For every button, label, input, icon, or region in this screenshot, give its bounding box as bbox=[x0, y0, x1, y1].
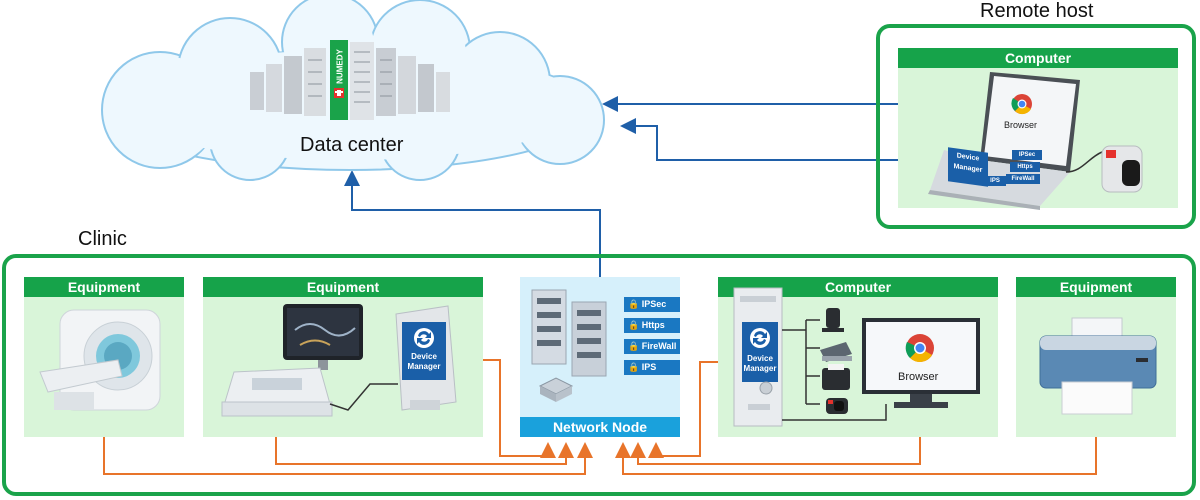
clinic-browser-label: Browser bbox=[898, 371, 939, 383]
link-dm1-to-node bbox=[462, 359, 556, 458]
link-mri-to-node bbox=[103, 420, 593, 475]
remote-computer-header: Computer bbox=[898, 48, 1178, 68]
network-node-label: Network Node bbox=[520, 417, 680, 437]
remote-badge-https: Https bbox=[1010, 162, 1040, 172]
node-badge-firewall: 🔒 FireWall bbox=[624, 339, 680, 354]
data-center-label: Data center bbox=[300, 134, 404, 156]
node-badge-https-text: Https bbox=[641, 320, 665, 330]
device-manager-2-label: Device Manager bbox=[742, 354, 778, 378]
network-node-panel: Network Node 🔒 IPSec 🔒 Https 🔒 FireWall … bbox=[520, 277, 680, 437]
equipment-panel-mri: Equipment bbox=[24, 277, 184, 437]
node-badge-firewall-text: FireWall bbox=[641, 341, 677, 351]
equipment-panel-printer: Equipment bbox=[1016, 277, 1176, 437]
remote-host-title: Remote host bbox=[980, 0, 1094, 22]
node-badge-ipsec: 🔒 IPSec bbox=[624, 297, 680, 312]
remote-device-manager-tile: Device Manager bbox=[948, 147, 988, 187]
cloud-brand: NUMEDY bbox=[335, 49, 345, 84]
link-dm2-to-node bbox=[648, 361, 740, 458]
dm1-line2: Manager bbox=[407, 362, 441, 371]
dm2-line1: Device bbox=[747, 354, 773, 363]
node-badge-https: 🔒 Https bbox=[624, 318, 680, 333]
computer-header: Computer bbox=[718, 277, 998, 297]
node-badge-ips-text: IPS bbox=[641, 362, 657, 372]
link-printer-to-node bbox=[615, 414, 1097, 475]
link-ultrasound-to-node bbox=[275, 420, 574, 465]
remote-badge-ipsec: IPSec bbox=[1012, 150, 1042, 160]
equipment-header-4: Equipment bbox=[1016, 277, 1176, 297]
remote-host-frame bbox=[876, 24, 1196, 229]
clinic-title: Clinic bbox=[78, 228, 127, 250]
link-node-to-cloud bbox=[344, 170, 601, 278]
device-manager-1-label: Device Manager bbox=[402, 352, 446, 380]
remote-computer-panel: Computer bbox=[898, 48, 1178, 208]
dm1-line1: Device bbox=[411, 352, 437, 361]
remote-browser-label: Browser bbox=[1004, 120, 1038, 130]
remote-badge-ips: IPS bbox=[984, 176, 1006, 186]
clinic-frame bbox=[2, 254, 1196, 496]
remote-badge-firewall: FireWall bbox=[1006, 174, 1040, 184]
node-badge-ips: 🔒 IPS bbox=[624, 360, 680, 375]
link-remote-dm-to-cloud bbox=[620, 118, 948, 161]
node-badge-ipsec-text: IPSec bbox=[641, 299, 667, 309]
equipment-header-1: Equipment bbox=[24, 277, 184, 297]
dm2-line2: Manager bbox=[743, 364, 777, 373]
equipment-header-2: Equipment bbox=[203, 277, 483, 297]
